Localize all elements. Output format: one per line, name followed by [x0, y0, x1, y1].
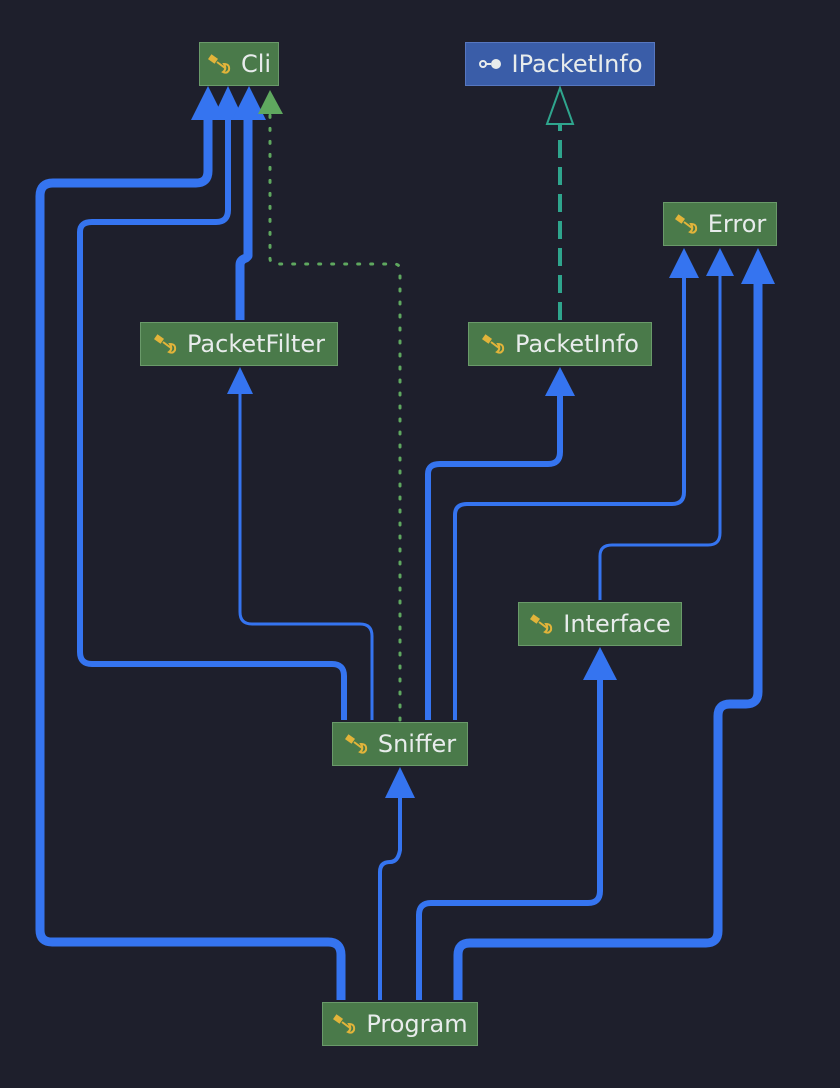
interface-icon — [477, 52, 505, 76]
edge-program-cli[interactable] — [35, 110, 346, 1000]
edge-sniffer-packetfilter[interactable] — [238, 388, 374, 720]
edge-interface-error[interactable] — [598, 272, 722, 600]
edge-program-error[interactable] — [453, 278, 763, 1000]
node-label: Error — [707, 210, 767, 238]
arrowhead-packetfilter — [227, 367, 253, 394]
node-cli[interactable]: Cli — [199, 42, 279, 86]
edge-sniffer-cli[interactable] — [77, 110, 347, 720]
node-sniffer[interactable]: Sniffer — [332, 722, 468, 766]
arrowhead-interface — [583, 647, 617, 680]
node-packetfilter[interactable]: PacketFilter — [140, 322, 338, 366]
edge-sniffer-packetinfo[interactable] — [425, 392, 563, 720]
node-label: Cli — [240, 50, 272, 78]
arrowhead-error-2 — [706, 248, 734, 276]
node-interface[interactable]: Interface — [518, 602, 682, 646]
arrowhead-cli-nested — [258, 90, 283, 114]
node-packetinfo[interactable]: PacketInfo — [468, 322, 652, 366]
node-label: Program — [366, 1010, 468, 1038]
class-icon — [153, 332, 181, 356]
arrowhead-packetinfo — [545, 367, 575, 396]
node-label: Interface — [563, 610, 671, 638]
node-error[interactable]: Error — [663, 202, 777, 246]
class-icon — [207, 52, 235, 76]
node-label: PacketFilter — [187, 330, 325, 358]
class-icon — [529, 612, 557, 636]
edge-sniffer-cli-nested[interactable] — [268, 108, 402, 722]
class-icon — [344, 732, 372, 756]
node-label: IPacketInfo — [511, 50, 643, 78]
node-program[interactable]: Program — [322, 1002, 478, 1046]
node-label: Sniffer — [377, 730, 457, 758]
arrowhead-cli-3 — [232, 86, 266, 120]
edge-packetfilter-cli[interactable] — [235, 110, 253, 320]
class-icon — [481, 332, 509, 356]
class-icon — [332, 1012, 360, 1036]
arrowhead-ipacketinfo — [545, 85, 575, 125]
node-label: PacketInfo — [515, 330, 639, 358]
node-ipacketinfo[interactable]: IPacketInfo — [465, 42, 655, 86]
arrowhead-cli-2 — [212, 86, 244, 120]
arrowhead-sniffer — [385, 767, 415, 798]
edge-sniffer-error[interactable] — [453, 272, 686, 720]
class-icon — [674, 212, 702, 236]
edge-program-sniffer[interactable] — [378, 792, 402, 1000]
edge-program-interface[interactable] — [416, 676, 603, 1000]
arrowhead-error-3 — [741, 248, 775, 284]
arrowhead-error-1 — [669, 248, 699, 278]
